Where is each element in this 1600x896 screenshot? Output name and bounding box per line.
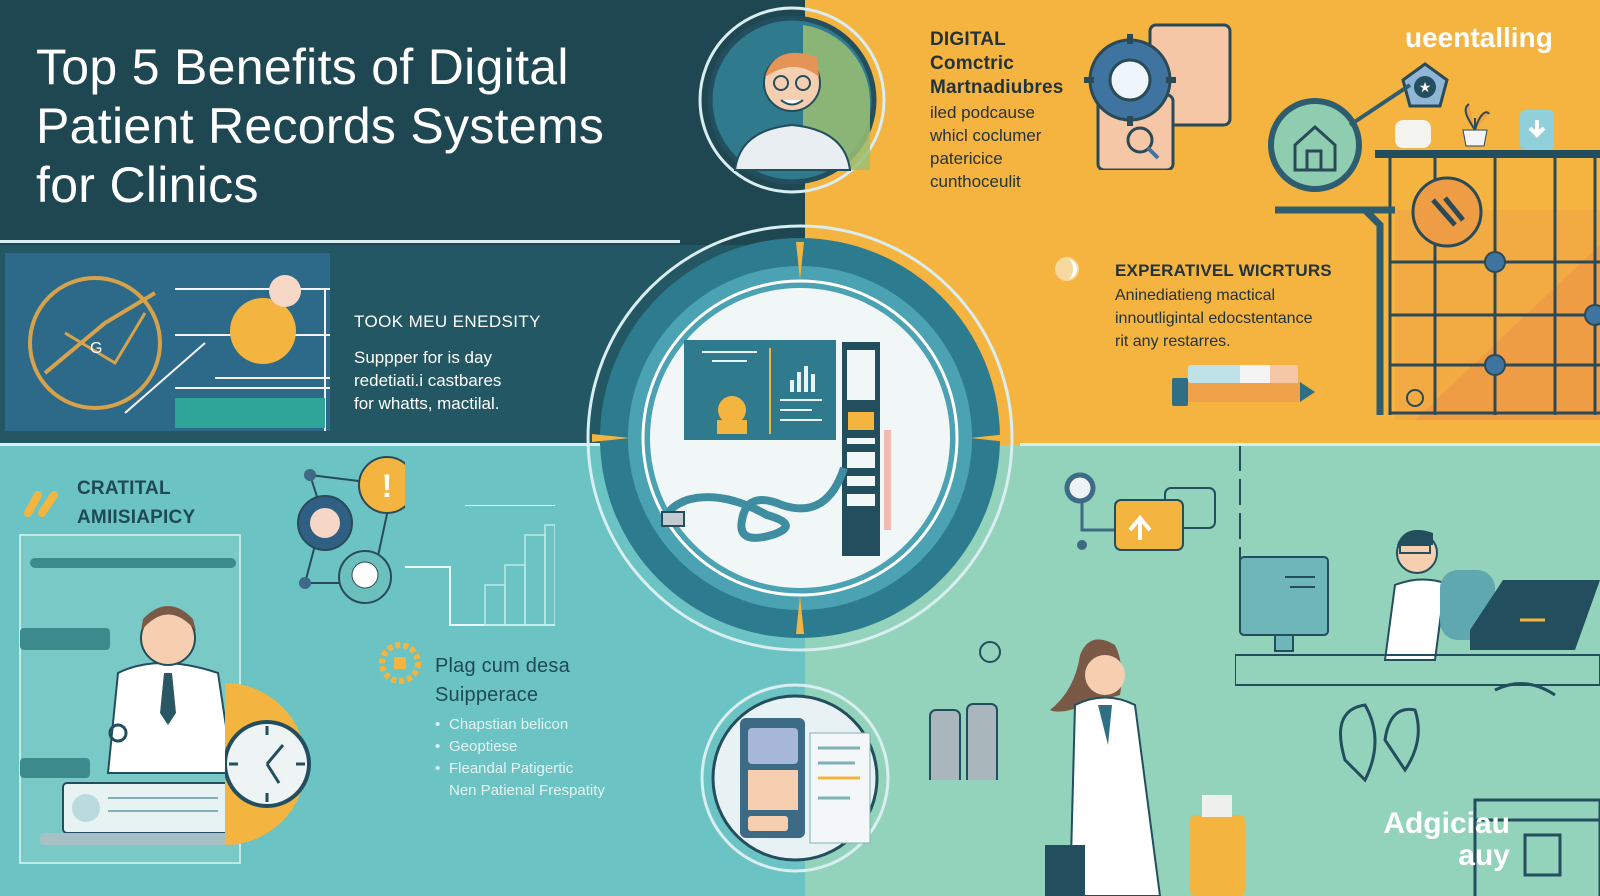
benefit-description: iled podcause whicl coclumer patericice … — [930, 103, 1042, 191]
title-panel — [0, 0, 805, 245]
download-icon — [1520, 110, 1554, 150]
benefit-took: TOOK MEU ENEDSITY Suppper for is day red… — [354, 312, 541, 415]
link-chain-icon — [24, 491, 58, 517]
divider — [0, 443, 600, 446]
benefit-description: Suppper for is day redetiati.i castbares… — [354, 348, 502, 413]
bottom-left-panel: ! — [0, 445, 805, 896]
svg-text:!: ! — [382, 468, 393, 504]
title-line: Patient Records Systems — [36, 98, 605, 154]
tablet-record-icon — [700, 683, 890, 873]
clinic-building-icon — [1275, 150, 1600, 420]
star-pentagon-icon: ★ — [1401, 62, 1449, 108]
bullet-item: Chapstian belicon — [435, 714, 605, 736]
clinic-building-outline-icon — [1339, 682, 1600, 896]
yellow-canister-icon — [1190, 795, 1245, 896]
title-line: Top 5 Benefits of Digital — [36, 39, 569, 95]
pencil-icon — [1172, 365, 1315, 406]
doctor-avatar-icon — [698, 6, 886, 194]
benefit-description: Aninediatieng mactical innoutligintal ed… — [1115, 287, 1313, 350]
cloud-sync-icon — [1064, 472, 1216, 551]
benefit-bullets: Chapstian belicon Geoptiese Fleandal Pat… — [435, 714, 605, 802]
benefit-digital: DIGITAL Comctric Martnadiubres iled podc… — [930, 28, 1064, 193]
sun-badge-icon — [379, 642, 421, 684]
benefit-heading: DIGITAL Comctric Martnadiubres — [930, 29, 1064, 98]
title-line: for Clinics — [36, 157, 259, 213]
plant-icon — [1462, 103, 1490, 147]
svg-text:★: ★ — [1419, 79, 1432, 95]
bullet-continuation: Nen Patienal Frespatity — [449, 782, 605, 799]
clinic-medallion-icon — [1268, 98, 1362, 192]
clock-icon — [225, 683, 311, 845]
patient-network-icon: ! — [297, 456, 405, 604]
benefit-heading: CRATITAL AMIISIAPICY — [77, 478, 196, 528]
benefit-expert: EXPERATIVEL WICRTURS Aninediatieng macti… — [1115, 260, 1332, 353]
benefit-plag: Plag cum desa Suipperace Chapstian belic… — [435, 652, 605, 802]
svg-text:G: G — [90, 340, 102, 357]
brand-logo: Adgiciau auy — [1383, 807, 1510, 872]
divider — [0, 240, 680, 243]
woman-doctor-illustration — [1045, 639, 1162, 896]
moon-badge-icon — [1055, 257, 1079, 281]
benefit-heading: Plag cum desa Suipperace — [435, 655, 570, 706]
benefit-cratital: CRATITAL AMIISIAPICY — [77, 474, 195, 532]
brand-wordmark: ueentalling — [1405, 22, 1553, 53]
page-title: Top 5 Benefits of Digital Patient Record… — [36, 38, 716, 215]
desk-workstation-illustration — [1235, 529, 1600, 686]
benefit-heading: TOOK MEU ENEDSITY — [354, 312, 541, 331]
central-dashboard-dial-icon — [586, 224, 1014, 652]
bullet-item: Fleandal Patigertic — [435, 758, 605, 780]
bullet-item: Geoptiese — [435, 736, 605, 758]
lamp-icon — [1395, 120, 1431, 148]
gear-document-icon — [1084, 23, 1232, 170]
divider — [1020, 443, 1600, 446]
benefit-heading: EXPERATIVEL WICRTURS — [1115, 261, 1332, 280]
medical-device-icon — [929, 641, 1001, 780]
connector-line — [1348, 83, 1412, 127]
globe-analytics-icon: G — [5, 253, 330, 431]
bar-chart-icon — [405, 505, 555, 626]
